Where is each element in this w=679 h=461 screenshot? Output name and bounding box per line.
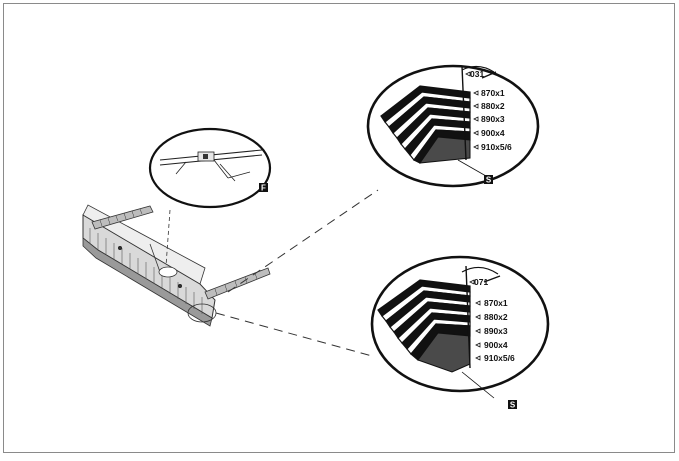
leader-tick <box>469 279 481 361</box>
upper-detail-labels: 031 870x1 880x2 890x3 900x4 910x5/6 <box>465 69 512 152</box>
upper-size-label-1: 870x1 <box>481 88 505 98</box>
top-detail-callout <box>148 127 272 209</box>
main-assembly <box>82 204 271 327</box>
upper-right-detail-callout <box>366 64 540 188</box>
leader-line-lower <box>215 312 373 357</box>
lower-size-label-2: 880x2 <box>484 312 508 322</box>
leader-line-upper <box>227 189 379 293</box>
lower-size-label-3: 890x3 <box>484 326 508 336</box>
upper-size-label-3: 890x3 <box>481 114 505 124</box>
upper-top-label: 031 <box>470 69 484 79</box>
lower-right-detail-callout <box>370 255 550 399</box>
upper-size-label-2: 880x2 <box>481 101 505 111</box>
lower-detail-labels: 071 870x1 880x2 890x3 900x4 910x5/6 <box>469 277 515 363</box>
lower-top-label: 071 <box>474 277 488 287</box>
lower-size-label-4: 900x4 <box>484 340 508 350</box>
lower-size-label-5: 910x5/6 <box>484 353 515 363</box>
leader-tick <box>465 71 479 150</box>
callout-letter-s-lower: S <box>510 401 516 410</box>
lower-size-label-1: 870x1 <box>484 298 508 308</box>
callout-badge-s-upper: S <box>484 175 493 185</box>
upper-size-label-4: 900x4 <box>481 128 505 138</box>
callout-badge-f: F <box>259 183 268 193</box>
leader-line-top <box>165 209 171 267</box>
callout-letter-f: F <box>261 184 266 193</box>
callout-letter-s-upper: S <box>486 176 492 185</box>
callout-badge-s-lower: S <box>508 400 517 410</box>
upper-size-label-5: 910x5/6 <box>481 142 512 152</box>
